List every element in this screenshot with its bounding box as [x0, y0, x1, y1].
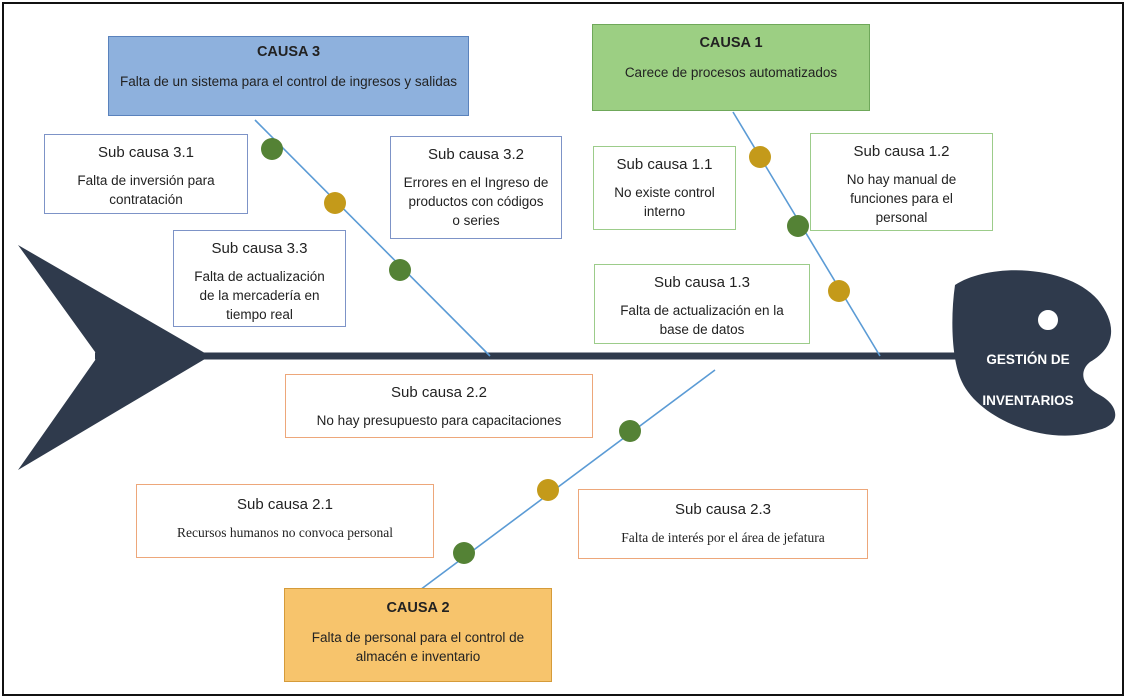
- subcause-2-2-box: Sub causa 2.2 No hay presupuesto para ca…: [285, 374, 593, 438]
- subcause-1-3-title: Sub causa 1.3: [654, 274, 750, 291]
- bone-dot-gold: [324, 192, 346, 214]
- bone-dot-gold: [537, 479, 559, 501]
- subcause-3-3-box: Sub causa 3.3 Falta de actualización de …: [173, 230, 346, 327]
- subcause-2-2-text: No hay presupuesto para capacitaciones: [316, 413, 562, 428]
- fish-eye: [1036, 308, 1060, 332]
- cause-1-text: Carece de procesos automatizados: [624, 65, 838, 80]
- fish-head: [952, 270, 1116, 436]
- bone-dot-green: [619, 420, 641, 442]
- subcause-2-2-title: Sub causa 2.2: [391, 384, 487, 401]
- subcause-2-3-title: Sub causa 2.3: [675, 501, 771, 518]
- cause-2-title: CAUSA 2: [386, 600, 450, 616]
- subcause-2-1-box: Sub causa 2.1 Recursos humanos no convoc…: [136, 484, 434, 558]
- subcause-3-3-text: Falta de actualización de la mercadería …: [194, 269, 325, 322]
- subcause-1-3-box: Sub causa 1.3 Falta de actualización en …: [594, 264, 810, 344]
- subcause-1-2-box: Sub causa 1.2 No hay manual de funciones…: [810, 133, 993, 231]
- bone-dot-green: [787, 215, 809, 237]
- subcause-2-3-text: Falta de interés por el área de jefatura: [621, 530, 825, 545]
- subcause-3-1-text: Falta de inversión para contratación: [77, 173, 215, 207]
- subcause-3-2-text: Errores en el Ingreso de productos con c…: [403, 175, 549, 228]
- subcause-2-3-box: Sub causa 2.3 Falta de interés por el ár…: [578, 489, 868, 559]
- cause-1-box: CAUSA 1 Carece de procesos automatizados: [592, 24, 870, 111]
- bone-dot-green: [389, 259, 411, 281]
- subcause-1-2-title: Sub causa 1.2: [853, 143, 950, 160]
- subcause-3-2-box: Sub causa 3.2 Errores en el Ingreso de p…: [390, 136, 562, 239]
- subcause-1-1-title: Sub causa 1.1: [616, 156, 713, 173]
- subcause-1-1-box: Sub causa 1.1 No existe control interno: [593, 146, 736, 230]
- bone-cause-3: [254, 119, 491, 357]
- subcause-1-1-text: No existe control interno: [614, 185, 715, 219]
- cause-2-box: CAUSA 2 Falta de personal para el contro…: [284, 588, 552, 682]
- cause-3-title: CAUSA 3: [256, 44, 321, 60]
- subcause-3-3-title: Sub causa 3.3: [211, 240, 308, 257]
- subcause-2-1-title: Sub causa 2.1: [237, 496, 333, 513]
- subcause-1-2-text: No hay manual de funciones para el perso…: [846, 172, 957, 225]
- bone-dot-green: [453, 542, 475, 564]
- subcause-3-2-title: Sub causa 3.2: [428, 146, 524, 163]
- bone-dot-green: [261, 138, 283, 160]
- bone-dot-gold: [828, 280, 850, 302]
- effect-label-line1: GESTIÓN DE: [986, 352, 1070, 367]
- cause-2-text: Falta de personal para el control de alm…: [311, 630, 525, 664]
- effect-label-line2: INVENTARIOS: [982, 393, 1074, 408]
- subcause-1-3-text: Falta de actualización en la base de dat…: [620, 303, 784, 337]
- effect-label: GESTIÓN DE INVENTARIOS: [958, 352, 1098, 408]
- cause-3-box: CAUSA 3 Falta de un sistema para el cont…: [108, 36, 469, 116]
- cause-3-text: Falta de un sistema para el control de i…: [120, 74, 457, 89]
- subcause-3-1-title: Sub causa 3.1: [98, 144, 194, 161]
- bone-dot-gold: [749, 146, 771, 168]
- subcause-2-1-text: Recursos humanos no convoca personal: [177, 525, 393, 540]
- cause-1-title: CAUSA 1: [699, 35, 763, 51]
- subcause-3-1-box: Sub causa 3.1 Falta de inversión para co…: [44, 134, 248, 214]
